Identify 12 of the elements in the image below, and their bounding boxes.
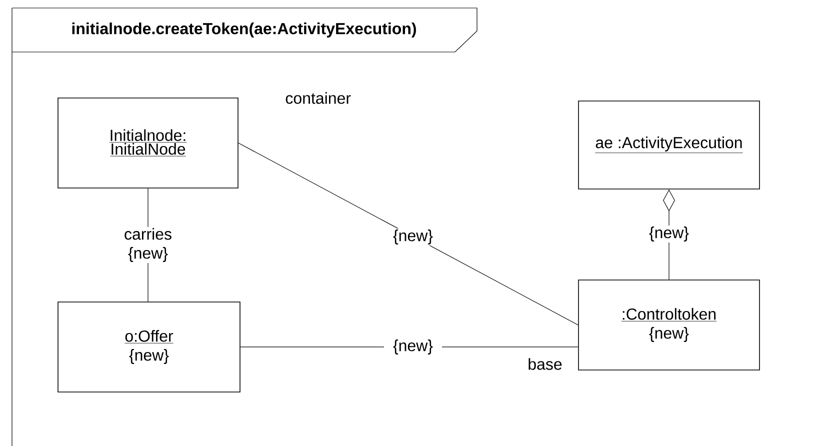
edge-label: carries {new} <box>119 227 177 263</box>
association-line <box>238 142 578 326</box>
object-box: ae :ActivityExecution <box>578 100 760 190</box>
object-box: o:Offer {new} <box>58 302 240 392</box>
edge-label: {new} <box>384 228 442 246</box>
role-name: base <box>528 358 562 370</box>
title-tab: initialnode.createToken(ae:ActivityExecution) <box>12 8 478 52</box>
object-box: :Controltoken {new} <box>578 280 760 370</box>
object-box: Initialnode: InitialNode <box>58 98 238 188</box>
edge-label: {new} <box>640 226 698 242</box>
role-name: container <box>286 92 351 104</box>
edge-label: {new} <box>384 338 442 356</box>
